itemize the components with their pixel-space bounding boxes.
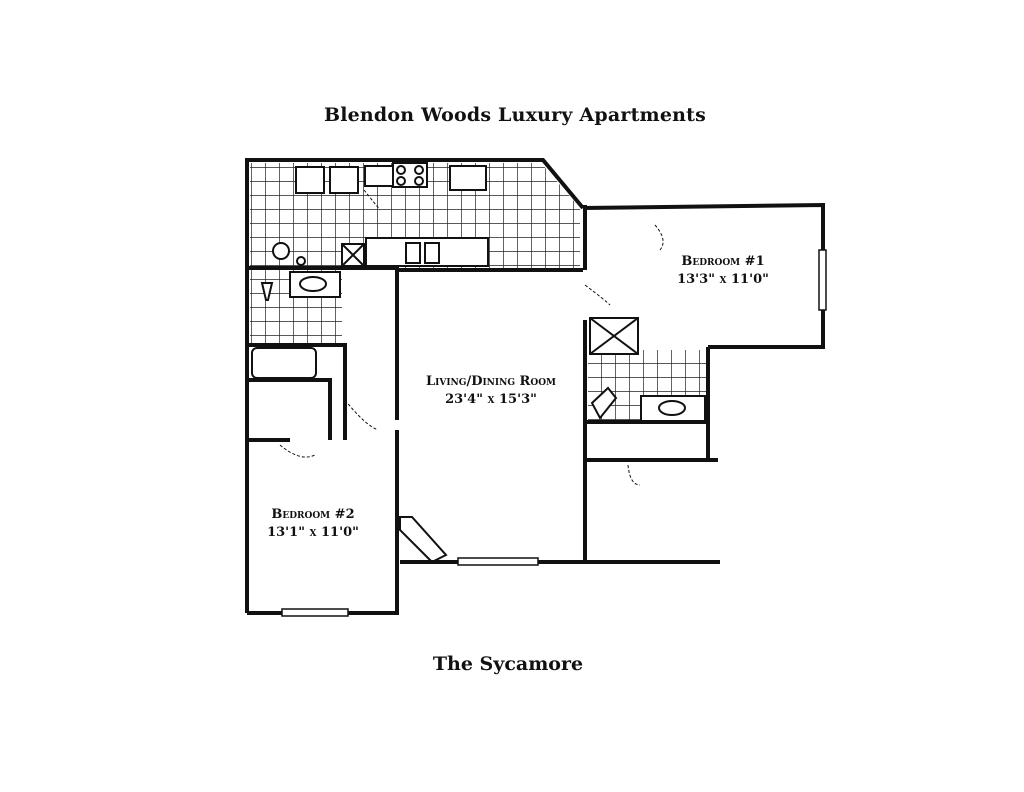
fixtures [251, 162, 706, 564]
washer [272, 242, 290, 260]
kitchen-cabinet [295, 166, 325, 194]
door-swings [279, 189, 664, 486]
room-name: Bedroom #2 [271, 507, 355, 522]
room-size: 23'4" x 15'3" [445, 392, 537, 407]
room-size: 13'3" x 11'0" [677, 272, 769, 287]
plan-name: The Sycamore [432, 653, 584, 675]
kitchen-cabinet [364, 165, 394, 187]
room-label-bedroom-1: Bedroom #1 13'3" x 11'0" [668, 253, 778, 289]
room-name: Living/Dining Room [425, 374, 556, 389]
room-size: 13'1" x 11'0" [267, 525, 359, 540]
refrigerator [449, 165, 487, 191]
page-title: Blendon Woods Luxury Apartments [323, 104, 707, 126]
room-label-bedroom-2: Bedroom #2 13'1" x 11'0" [258, 506, 368, 542]
room-label-living-dining: Living/Dining Room 23'4" x 15'3" [396, 373, 586, 409]
kitchen-cabinet [329, 166, 359, 194]
bathtub [251, 347, 317, 379]
toilet [260, 282, 274, 301]
fireplace [399, 516, 448, 564]
windows [281, 249, 827, 617]
toilet [590, 386, 618, 420]
room-name: Bedroom #1 [681, 254, 765, 269]
